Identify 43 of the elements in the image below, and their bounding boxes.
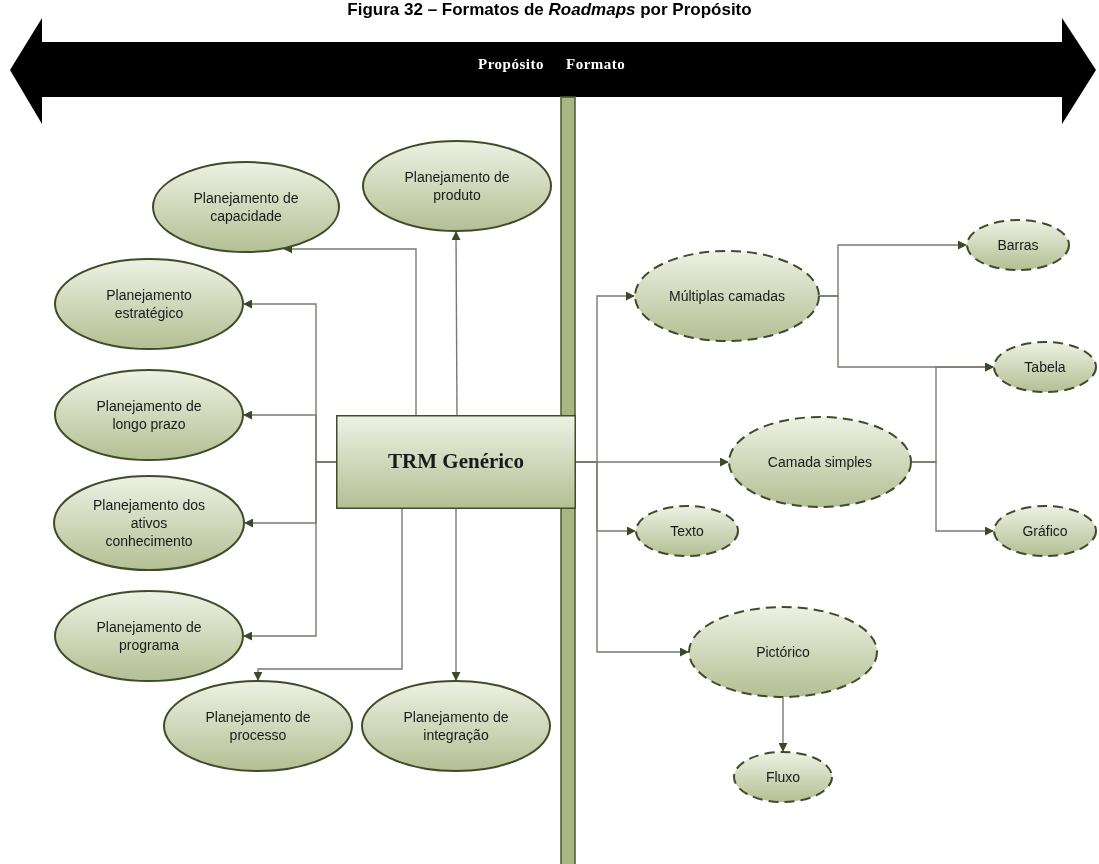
node-label: Camada simples <box>767 452 873 472</box>
node-label: Múltiplas camadas <box>669 286 785 306</box>
node-label: Barras <box>997 235 1039 255</box>
ellipse-node <box>733 751 833 803</box>
process-box <box>336 415 576 509</box>
node-label: Planejamento dos ativos conhecimento <box>91 495 207 551</box>
node-label: Planejamento de processo <box>204 707 312 745</box>
axis-label: Propósito <box>478 56 544 73</box>
ellipse-node <box>361 680 551 772</box>
node-label: Planejamento de longo prazo <box>95 396 203 434</box>
ellipse-node <box>634 250 820 342</box>
node-label: Fluxo <box>765 767 801 787</box>
node-label: Planejamento de integração <box>402 707 510 745</box>
arrow <box>575 461 689 657</box>
ellipse-node <box>728 416 912 508</box>
node-label: TRM Genérico <box>388 448 524 476</box>
node-label: Texto <box>670 521 704 541</box>
node-label: Planejamento de produto <box>403 167 511 205</box>
arrow <box>911 461 994 536</box>
ellipse-node <box>152 161 340 253</box>
ellipse-node <box>966 219 1070 271</box>
ellipse-node <box>635 505 739 557</box>
ellipse-node <box>53 475 245 571</box>
ellipse-node <box>688 606 878 698</box>
ellipse-node <box>54 369 244 461</box>
ellipse-node <box>163 680 353 772</box>
ellipse-node <box>993 505 1097 557</box>
arrow <box>778 697 788 752</box>
node-label: Pictórico <box>756 642 810 662</box>
arrow <box>451 231 461 416</box>
arrow <box>451 508 461 681</box>
ellipse-node <box>993 341 1097 393</box>
node-label: Gráfico <box>1022 521 1068 541</box>
node-label: Planejamento estratégico <box>105 285 193 323</box>
node-label: Planejamento de programa <box>95 617 203 655</box>
figure-title: Figura 32 – Formatos de Roadmaps por Propósito <box>346 0 753 20</box>
ellipse-node <box>54 590 244 682</box>
ellipse-node <box>54 258 244 350</box>
arrow <box>253 508 403 681</box>
node-label: Planejamento de capacidade <box>192 188 300 226</box>
node-label: Tabela <box>1024 357 1066 377</box>
axis-label: Formato <box>566 56 626 73</box>
ellipse-node <box>362 140 552 232</box>
